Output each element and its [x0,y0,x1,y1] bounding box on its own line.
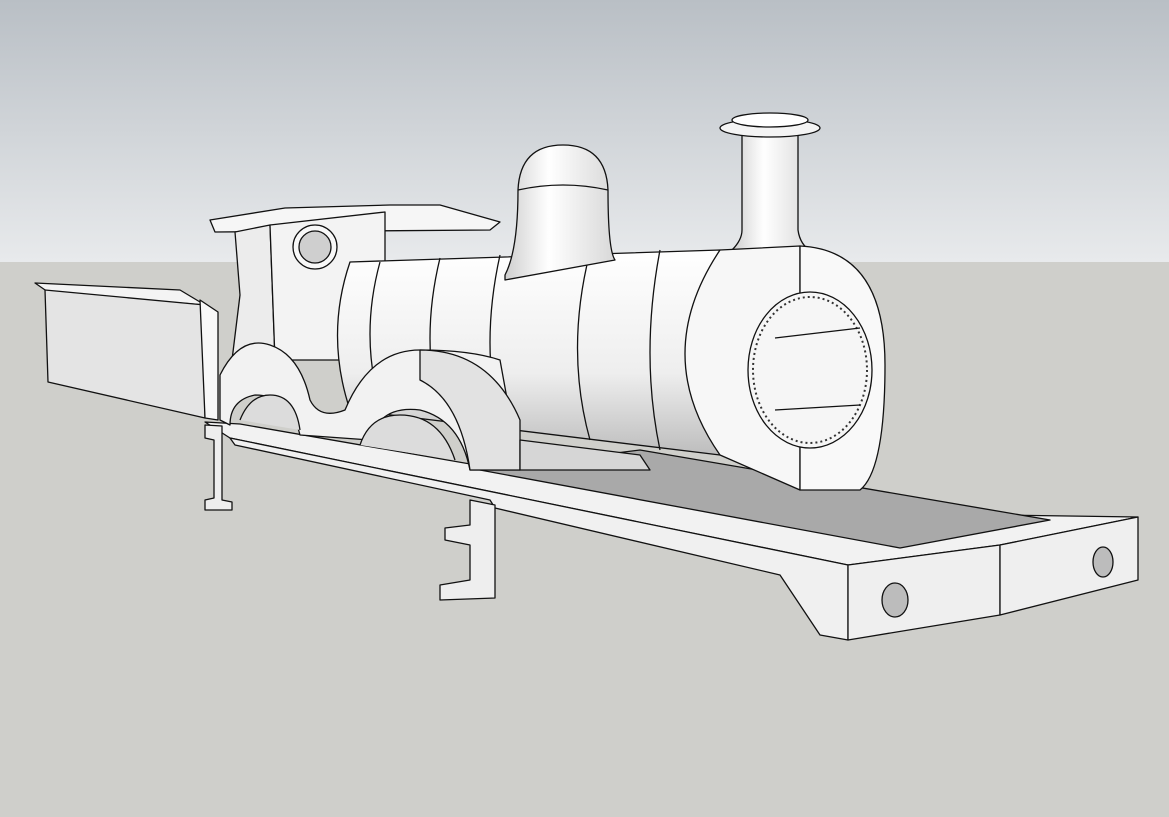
dome [504,144,616,281]
smokebox [684,245,886,491]
tender [34,282,219,421]
frame [204,421,1139,641]
splashers [219,342,651,471]
chimney [719,112,821,253]
